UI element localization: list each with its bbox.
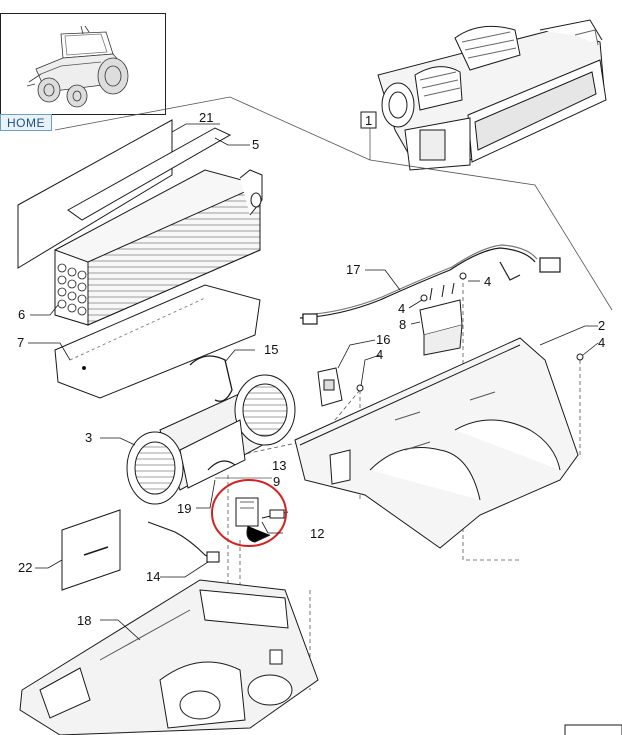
callout-13: 13 — [272, 458, 286, 473]
wiring-harness-17[interactable] — [299, 244, 561, 325]
corner-box — [564, 724, 622, 735]
callout-labels: 21 5 17 4 4 8 2 4 16 4 15 6 7 3 13 9 19 … — [17, 110, 605, 628]
tractor-thumbnail[interactable] — [0, 13, 166, 115]
clip-15[interactable] — [189, 355, 233, 402]
callout-7: 7 — [17, 335, 24, 350]
tractor-icon — [26, 25, 129, 108]
heater-core-6[interactable] — [54, 169, 263, 326]
callout-9: 9 — [273, 474, 280, 489]
callout-22: 22 — [18, 560, 32, 575]
callout-4-c: 4 — [598, 335, 605, 350]
bracket-19[interactable] — [207, 460, 236, 471]
callout-15: 15 — [264, 342, 278, 357]
callout-12: 12 — [310, 526, 324, 541]
callout-17: 17 — [346, 262, 360, 277]
home-button[interactable]: HOME — [0, 114, 52, 131]
callout-1: 1 — [365, 113, 372, 128]
callout-4-a: 4 — [484, 274, 491, 289]
callout-3: 3 — [85, 430, 92, 445]
callout-2: 2 — [598, 318, 605, 333]
screw-fasteners[interactable] — [356, 272, 584, 392]
callout-box-1 — [360, 111, 377, 129]
switch-16[interactable] — [317, 367, 343, 407]
callout-14: 14 — [146, 569, 160, 584]
blower-fan-3[interactable] — [126, 374, 296, 505]
highlight-circle — [211, 479, 287, 547]
callout-21: 21 — [199, 110, 213, 125]
callout-16: 16 — [376, 332, 390, 347]
leader-lines — [28, 123, 599, 641]
callout-6: 6 — [18, 307, 25, 322]
callout-5: 5 — [252, 137, 259, 152]
base-frame-18[interactable] — [19, 579, 319, 735]
seal-strip-5[interactable] — [67, 127, 232, 221]
connector-block-8[interactable] — [419, 282, 463, 356]
callout-4-d: 4 — [376, 347, 383, 362]
resistor-12[interactable] — [235, 497, 289, 543]
callout-8: 8 — [399, 317, 406, 332]
sensor-14[interactable] — [147, 521, 220, 563]
callout-18: 18 — [77, 613, 91, 628]
plate-22[interactable] — [61, 509, 121, 591]
filter-plate-7[interactable] — [54, 284, 261, 399]
housing-2[interactable] — [294, 337, 579, 549]
callout-19: 19 — [177, 501, 191, 516]
heater-assembly-1[interactable] — [377, 19, 607, 171]
callout-4-b: 4 — [398, 301, 405, 316]
seal-strip-21[interactable] — [17, 119, 173, 269]
